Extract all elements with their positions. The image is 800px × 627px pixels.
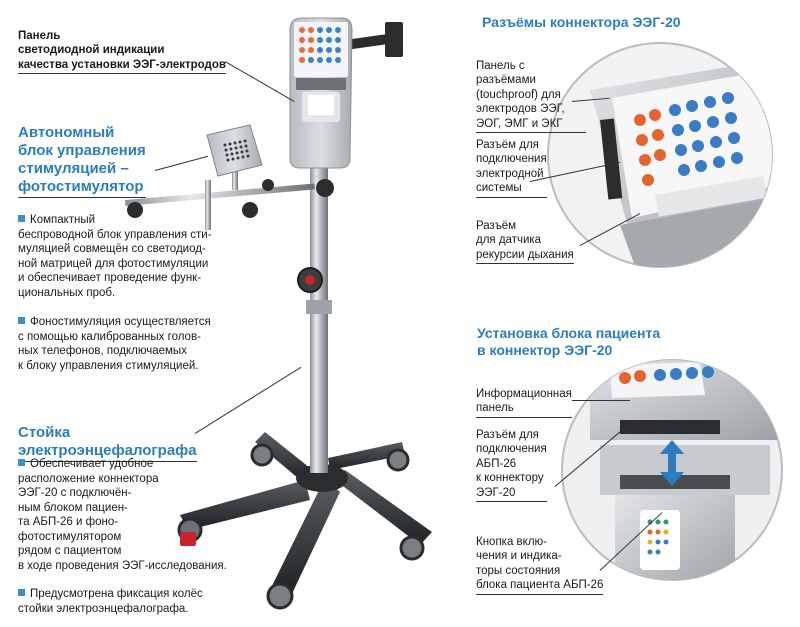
bullet-icon	[18, 589, 25, 596]
stimulator-heading: Автономный блок управления стимуляцией –…	[18, 106, 178, 198]
connector-label-electrode: Разъём для подключения электродной систе…	[476, 123, 586, 198]
patient-block-heading: Установка блока пациента в коннектор ЭЭГ…	[477, 325, 661, 358]
stand-wheels	[177, 443, 425, 610]
bullet-icon	[18, 459, 25, 466]
connector-label-respiration: Разъём для датчика рекурсии дыхания	[476, 204, 596, 264]
patient-label-button: Кнопка вклю- чения и индика- торы состоя…	[476, 520, 626, 595]
stand-pole	[310, 165, 328, 473]
stand-bullet-1: Обеспечивает удобное расположение коннек…	[18, 458, 227, 572]
patient-label-connector: Разъём для подключения АБП-26 к коннекто…	[476, 413, 576, 502]
connector-label-panel: Панель с разъёмами (touchproof) для элек…	[476, 44, 586, 133]
connector-heading: Разъёмы коннектора ЭЭГ-20	[482, 14, 681, 30]
insert-arrow-icon	[660, 440, 684, 486]
patient-label-info: Информационная панель	[476, 372, 586, 418]
bullet-icon	[18, 317, 25, 324]
stand-bullet-2: Предусмотрена фиксация колёс стойки элек…	[18, 588, 203, 615]
stimulator-bullet-1: Компактный беспроводной блок управления …	[18, 214, 212, 299]
bullet-icon	[18, 215, 25, 222]
stand-heading: Стойка электроэнцефалографа	[18, 406, 218, 462]
led-panel-label: Панель светодиодной индикации качества у…	[18, 14, 268, 74]
stimulator-bullet-2: Фоностимуляция осуществляется с помощью …	[18, 316, 211, 372]
stand-base	[180, 432, 432, 598]
leader-rb1	[572, 400, 630, 402]
photostimulator-device	[206, 124, 263, 177]
eeg20-connector-device	[289, 17, 353, 169]
